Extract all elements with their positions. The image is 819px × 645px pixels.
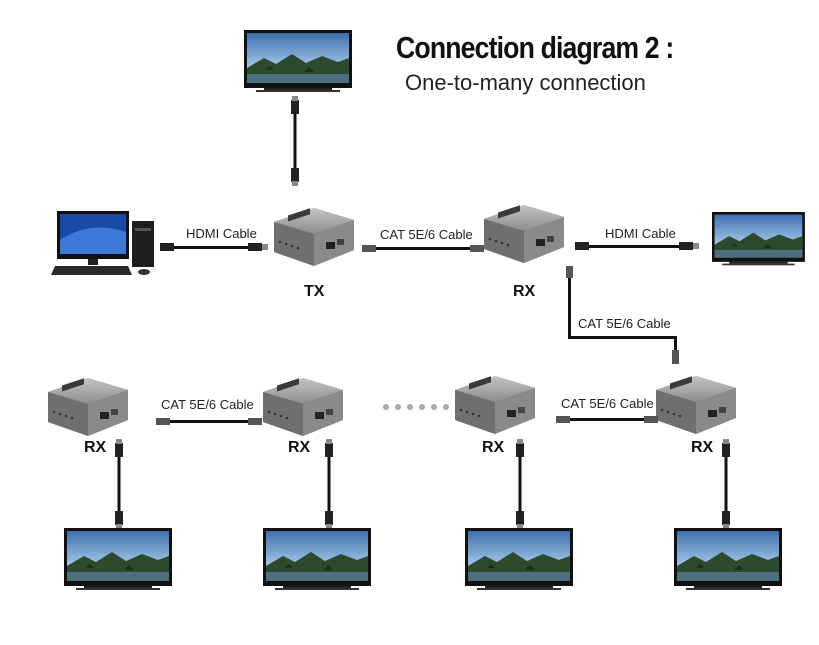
cat-cable-label-main: CAT 5E/6 Cable (380, 227, 473, 242)
cat-cable-cascade (566, 266, 679, 364)
hdmi-cable-bottom-2 (325, 439, 333, 529)
computer-icon (51, 211, 154, 275)
cat-cable-label-cascade: CAT 5E/6 Cable (578, 316, 671, 331)
receiver-device-3 (455, 376, 535, 434)
rx-label-3: RX (482, 439, 505, 456)
rx-label-1: RX (84, 439, 107, 456)
rx-label-4: RX (691, 439, 714, 456)
receiver-device-1 (48, 378, 128, 436)
rx-label-main: RX (513, 283, 536, 300)
rx-label-2: RX (288, 439, 311, 456)
diagram-title: Connection diagram 2 : (396, 30, 674, 65)
hdmi-cable-pc (160, 243, 268, 251)
display-bottom-4 (674, 528, 782, 590)
receiver-device-4 (656, 376, 736, 434)
hdmi-cable-label-left: HDMI Cable (186, 226, 257, 241)
tx-label: TX (304, 283, 325, 300)
cat-cable-label-bottom-left: CAT 5E/6 Cable (161, 397, 254, 412)
more-receivers-dots (383, 404, 449, 410)
hdmi-cable-top (291, 96, 299, 186)
receiver-device-main (484, 205, 564, 263)
receiver-device-2 (263, 378, 343, 436)
cat-cable-main (362, 245, 484, 252)
cat-cable-label-bottom-right: CAT 5E/6 Cable (561, 396, 654, 411)
hdmi-cable-right (575, 242, 699, 250)
hdmi-cable-bottom-3 (516, 439, 524, 529)
diagram-subtitle: One-to-many connection (405, 70, 646, 95)
hdmi-cable-label-right: HDMI Cable (605, 226, 676, 241)
cat-cable-bottom-right (556, 416, 658, 423)
display-top (244, 30, 352, 92)
hdmi-cable-bottom-4 (722, 439, 730, 529)
transmitter-device (274, 208, 354, 266)
display-right (712, 212, 805, 266)
display-bottom-1 (64, 528, 172, 590)
display-bottom-3 (465, 528, 573, 590)
hdmi-cable-bottom-1 (115, 439, 123, 529)
cat-cable-bottom-left (156, 418, 262, 425)
display-bottom-2 (263, 528, 371, 590)
